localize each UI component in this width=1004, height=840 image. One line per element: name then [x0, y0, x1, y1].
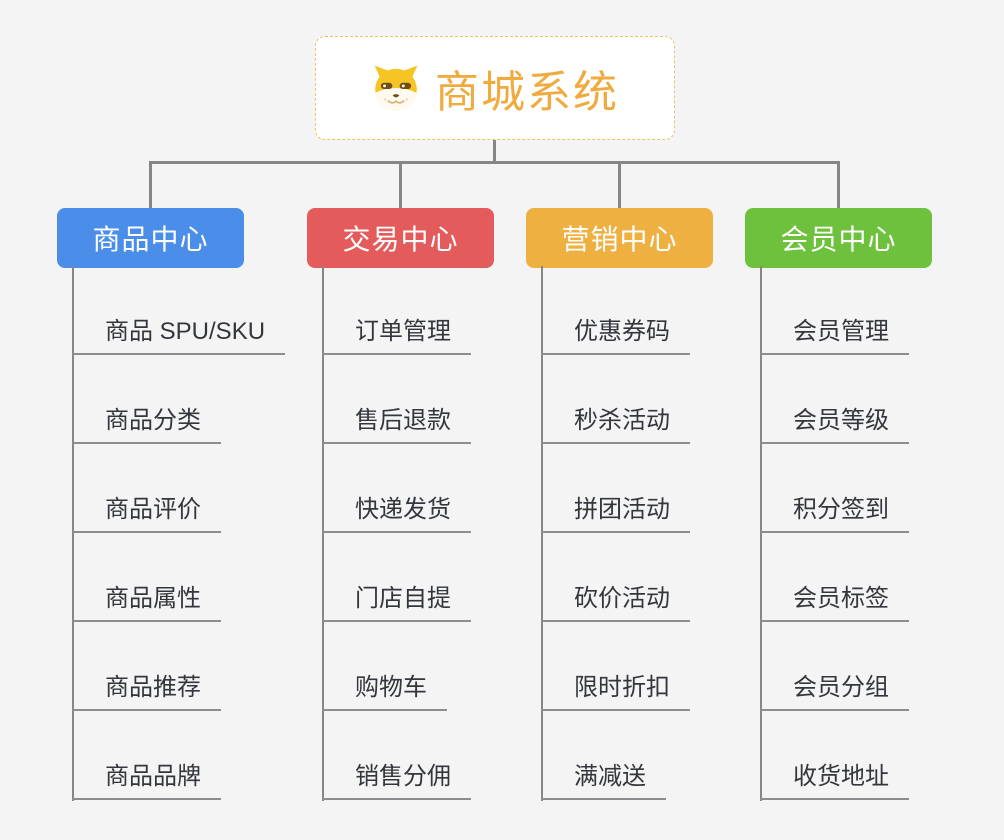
leaf-node[interactable]: 限时折扣	[541, 673, 690, 711]
connector-root-vertical	[493, 140, 496, 163]
branch-box-3[interactable]: 营销中心	[526, 208, 713, 268]
connector-stub-2	[399, 161, 402, 209]
leaf-node[interactable]: 快递发货	[322, 495, 471, 533]
leaf-node[interactable]: 商品分类	[72, 406, 221, 444]
branch-box-4[interactable]: 会员中心	[745, 208, 932, 268]
leaf-node[interactable]: 秒杀活动	[541, 406, 690, 444]
leaf-node[interactable]: 商品推荐	[72, 673, 221, 711]
leaf-node[interactable]: 砍价活动	[541, 584, 690, 622]
connector-stub-1	[149, 161, 152, 209]
connector-stub-4	[837, 161, 840, 209]
branch-trunk-line-2	[322, 266, 324, 801]
branch-box-2[interactable]: 交易中心	[307, 208, 494, 268]
root-node[interactable]: 商城系统	[315, 36, 675, 140]
leaf-node[interactable]: 门店自提	[322, 584, 471, 622]
branch-trunk-line-1	[72, 266, 74, 801]
branch-trunk-line-4	[760, 266, 762, 801]
leaf-node[interactable]: 购物车	[322, 673, 447, 711]
leaf-node[interactable]: 商品属性	[72, 584, 221, 622]
leaf-node[interactable]: 销售分佣	[322, 762, 471, 800]
leaf-node[interactable]: 订单管理	[322, 317, 471, 355]
leaf-node[interactable]: 商品评价	[72, 495, 221, 533]
leaf-node[interactable]: 会员分组	[760, 673, 909, 711]
connector-horizontal	[149, 161, 840, 164]
leaf-node[interactable]: 会员管理	[760, 317, 909, 355]
leaf-node[interactable]: 售后退款	[322, 406, 471, 444]
connector-stub-3	[618, 161, 621, 209]
branch-box-1[interactable]: 商品中心	[57, 208, 244, 268]
leaf-node[interactable]: 会员标签	[760, 584, 909, 622]
leaf-node[interactable]: 商品品牌	[72, 762, 221, 800]
leaf-node[interactable]: 满减送	[541, 762, 666, 800]
leaf-node[interactable]: 积分签到	[760, 495, 909, 533]
leaf-node[interactable]: 收货地址	[760, 762, 909, 800]
leaf-node[interactable]: 拼团活动	[541, 495, 690, 533]
leaf-node[interactable]: 优惠券码	[541, 317, 690, 355]
leaf-node[interactable]: 会员等级	[760, 406, 909, 444]
leaf-node[interactable]: 商品 SPU/SKU	[72, 317, 286, 355]
root-title: 商城系统	[435, 68, 619, 117]
branch-trunk-line-3	[541, 266, 543, 801]
dog-face-icon	[374, 65, 418, 111]
